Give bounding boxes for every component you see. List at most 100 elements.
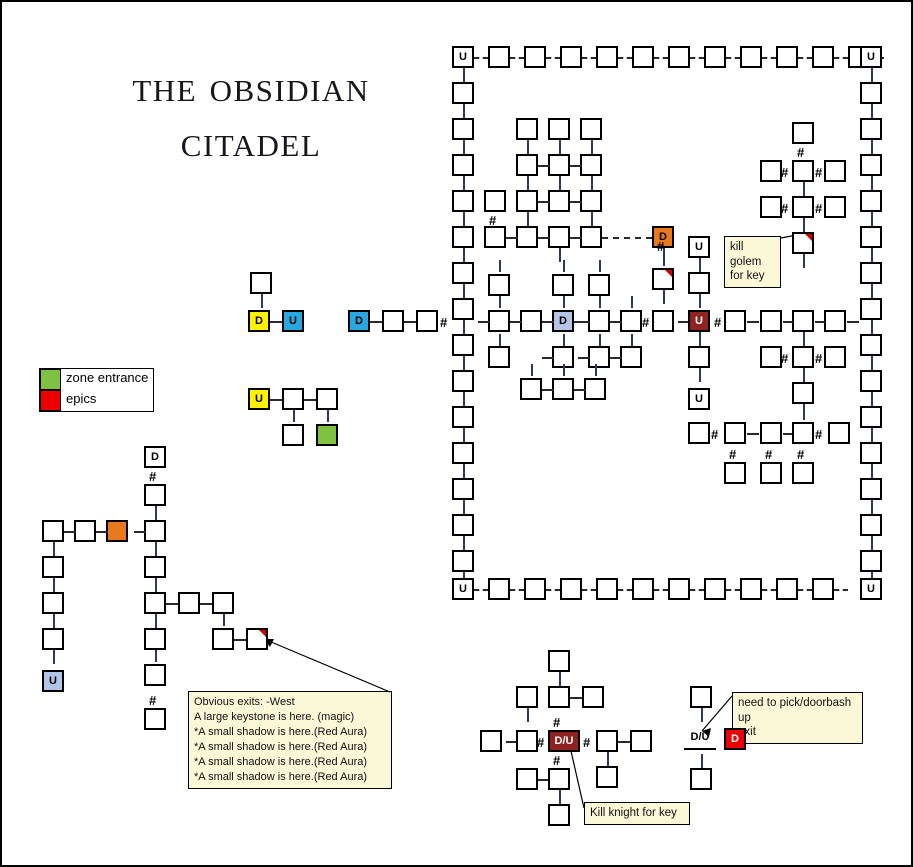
room-epics-down[interactable]: D <box>724 728 746 750</box>
room[interactable] <box>488 310 510 332</box>
room[interactable] <box>282 388 304 410</box>
room[interactable] <box>588 274 610 296</box>
room-up[interactable]: U <box>452 46 474 68</box>
room-orange[interactable] <box>106 520 128 542</box>
room[interactable] <box>632 46 654 68</box>
room[interactable] <box>144 556 166 578</box>
room[interactable] <box>382 310 404 332</box>
room[interactable] <box>632 578 654 600</box>
room[interactable] <box>792 382 814 404</box>
room[interactable] <box>488 346 510 368</box>
room[interactable] <box>860 442 882 464</box>
room[interactable] <box>282 424 304 446</box>
room[interactable] <box>516 190 538 212</box>
room[interactable] <box>560 578 582 600</box>
room[interactable] <box>580 190 602 212</box>
room[interactable] <box>480 730 502 752</box>
room[interactable] <box>452 478 474 500</box>
room[interactable] <box>452 370 474 392</box>
room[interactable] <box>812 46 834 68</box>
room[interactable] <box>250 272 272 294</box>
room[interactable] <box>516 730 538 752</box>
room-up[interactable]: U <box>452 578 474 600</box>
room[interactable] <box>792 196 814 218</box>
room[interactable] <box>824 160 846 182</box>
room[interactable] <box>144 708 166 730</box>
room[interactable] <box>144 520 166 542</box>
room[interactable] <box>580 154 602 176</box>
room[interactable] <box>484 190 506 212</box>
room-knight-down-up[interactable]: D/U <box>548 730 580 752</box>
room[interactable] <box>860 334 882 356</box>
room[interactable] <box>516 154 538 176</box>
room[interactable] <box>690 686 712 708</box>
room[interactable] <box>860 82 882 104</box>
room-up-yellow[interactable]: U <box>248 388 270 410</box>
room[interactable] <box>212 628 234 650</box>
room[interactable] <box>668 46 690 68</box>
room[interactable] <box>548 226 570 248</box>
room[interactable] <box>860 406 882 428</box>
room[interactable] <box>596 766 618 788</box>
room[interactable] <box>792 122 814 144</box>
room[interactable] <box>724 422 746 444</box>
room[interactable] <box>824 196 846 218</box>
room[interactable] <box>828 422 850 444</box>
room[interactable] <box>688 422 710 444</box>
room[interactable] <box>582 686 604 708</box>
room[interactable] <box>548 804 570 826</box>
room[interactable] <box>760 462 782 484</box>
room[interactable] <box>452 190 474 212</box>
room[interactable] <box>690 768 712 790</box>
room[interactable] <box>488 578 510 600</box>
room[interactable] <box>760 310 782 332</box>
room[interactable] <box>812 578 834 600</box>
room[interactable] <box>776 578 798 600</box>
room[interactable] <box>824 310 846 332</box>
room[interactable] <box>552 274 574 296</box>
room[interactable] <box>452 514 474 536</box>
room[interactable] <box>760 196 782 218</box>
room[interactable] <box>760 160 782 182</box>
room-up[interactable]: U <box>860 578 882 600</box>
room[interactable] <box>452 406 474 428</box>
room-marked[interactable] <box>246 628 268 650</box>
room[interactable] <box>668 578 690 600</box>
room[interactable] <box>548 154 570 176</box>
room-up[interactable]: U <box>860 46 882 68</box>
room[interactable] <box>620 310 642 332</box>
room-up-periwinkle[interactable]: U <box>42 670 64 692</box>
room[interactable] <box>776 46 798 68</box>
room-up-darkred[interactable]: U <box>688 310 710 332</box>
room[interactable] <box>488 46 510 68</box>
room[interactable] <box>596 578 618 600</box>
room[interactable] <box>42 592 64 614</box>
room[interactable] <box>580 118 602 140</box>
room[interactable] <box>552 378 574 400</box>
room[interactable] <box>760 346 782 368</box>
room-down-periwinkle[interactable]: D <box>552 310 574 332</box>
room-golem[interactable] <box>792 232 814 254</box>
room[interactable] <box>630 730 652 752</box>
room[interactable] <box>860 550 882 572</box>
room[interactable] <box>316 388 338 410</box>
room[interactable] <box>74 520 96 542</box>
room-zone-entrance[interactable] <box>316 424 338 446</box>
room[interactable] <box>860 226 882 248</box>
room-up-cyan[interactable]: U <box>282 310 304 332</box>
room[interactable] <box>516 226 538 248</box>
room[interactable] <box>144 592 166 614</box>
room[interactable] <box>724 462 746 484</box>
room[interactable] <box>860 262 882 284</box>
room-down[interactable]: D <box>144 446 166 468</box>
room[interactable] <box>42 556 64 578</box>
room[interactable] <box>452 550 474 572</box>
room-down-yellow[interactable]: D <box>248 310 270 332</box>
room[interactable] <box>524 578 546 600</box>
room[interactable] <box>516 118 538 140</box>
room[interactable] <box>42 520 64 542</box>
room[interactable] <box>484 226 506 248</box>
room[interactable] <box>596 730 618 752</box>
room[interactable] <box>704 578 726 600</box>
room[interactable] <box>488 274 510 296</box>
